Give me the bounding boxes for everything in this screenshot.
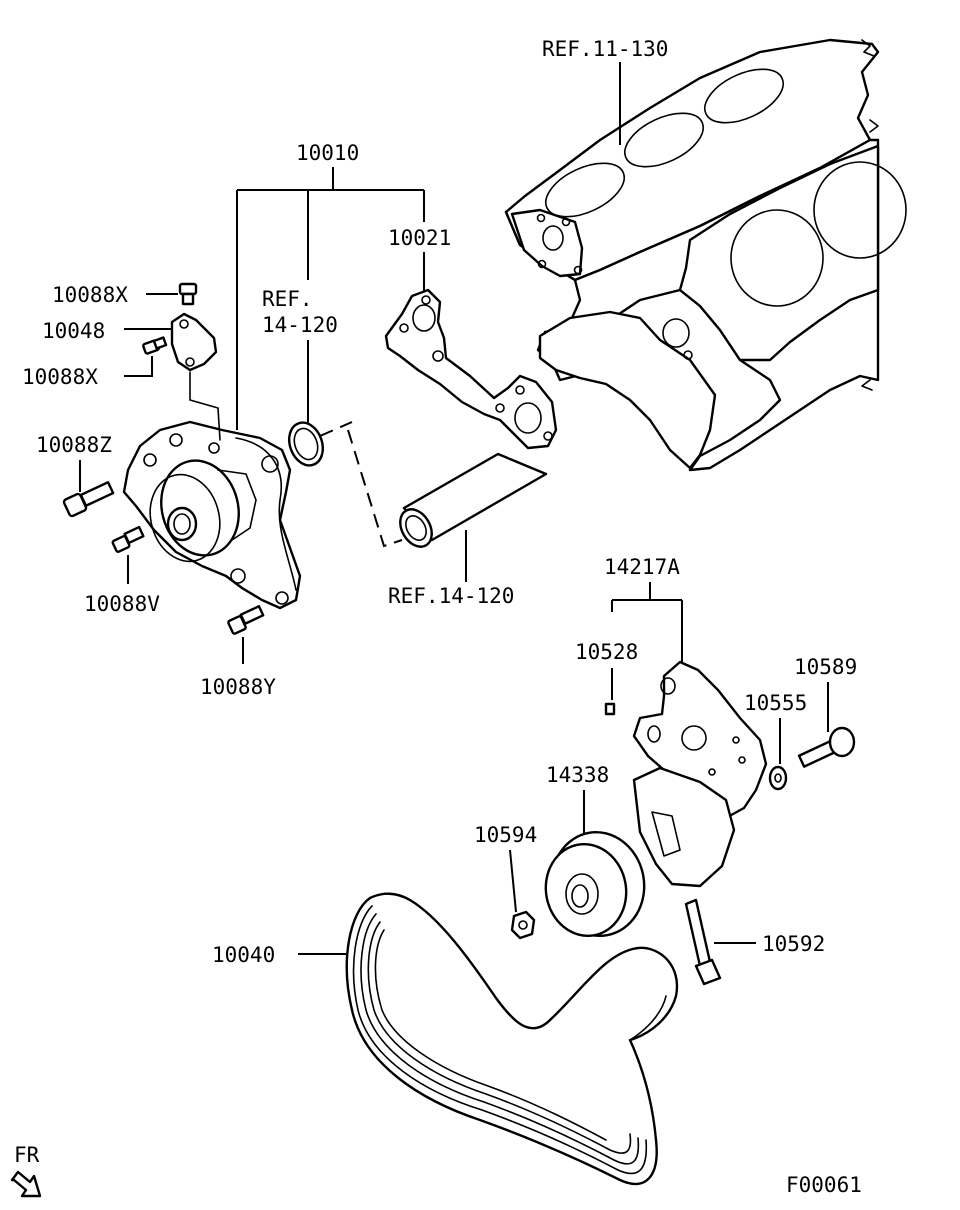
part-10010-label: 10010 bbox=[296, 141, 359, 165]
idler-pulley-14338 bbox=[544, 830, 646, 938]
part-10528-label: 10528 bbox=[575, 640, 638, 664]
part-10048-label: 10048 bbox=[42, 319, 105, 343]
front-label: FR bbox=[14, 1143, 40, 1167]
bolt-10589 bbox=[797, 726, 856, 768]
part-14217a-leader bbox=[611, 582, 683, 662]
part-10589-label: 10589 bbox=[794, 655, 857, 679]
part-10592-label: 10592 bbox=[762, 932, 825, 956]
ref-14-120-a-line2: 14-120 bbox=[262, 313, 338, 337]
nut-10594 bbox=[510, 910, 536, 940]
ref-14-120-a-line1: REF. bbox=[262, 287, 313, 311]
o-ring bbox=[287, 421, 325, 467]
tensioner-14217a bbox=[632, 660, 768, 888]
bolt-10088z bbox=[62, 481, 115, 518]
engine-block bbox=[504, 38, 907, 472]
part-10088y-label: 10088Y bbox=[200, 675, 276, 699]
part-10088v-label: 10088V bbox=[84, 592, 160, 616]
part-10010-leader bbox=[236, 167, 425, 430]
part-14217a-label: 14217A bbox=[604, 555, 680, 579]
bolt-10088v bbox=[111, 525, 145, 553]
figure-code: F00061 bbox=[786, 1173, 862, 1197]
water-pump bbox=[122, 420, 302, 610]
assembly-line bbox=[319, 421, 403, 548]
part-10040-label: 10040 bbox=[212, 943, 275, 967]
water-pipe bbox=[399, 452, 548, 548]
part-10088x-bottom-leader bbox=[124, 356, 153, 377]
bolt-10088x-top bbox=[178, 282, 198, 306]
pin-10528 bbox=[604, 702, 616, 716]
washer-10555 bbox=[768, 765, 788, 791]
drive-belt-10040 bbox=[345, 892, 679, 1186]
gasket-10021 bbox=[384, 288, 558, 450]
part-10594-leader bbox=[509, 849, 517, 913]
bolt-10088y bbox=[227, 605, 265, 635]
part-10088x-bottom-label: 10088X bbox=[22, 365, 98, 389]
part-10555-label: 10555 bbox=[744, 691, 807, 715]
ref-14-120-b-label: REF.14-120 bbox=[388, 584, 514, 608]
bolt-10088x-bottom bbox=[142, 336, 168, 355]
part-10088x-top-label: 10088X bbox=[52, 283, 128, 307]
part-10088z-label: 10088Z bbox=[36, 433, 112, 457]
part-10594-label: 10594 bbox=[474, 823, 537, 847]
part-14338-label: 14338 bbox=[546, 763, 609, 787]
ref-11-130-label: REF.11-130 bbox=[542, 37, 668, 61]
bolt-10592 bbox=[684, 898, 722, 986]
arrow-icon bbox=[10, 1170, 42, 1198]
part-10021-label: 10021 bbox=[388, 226, 451, 250]
